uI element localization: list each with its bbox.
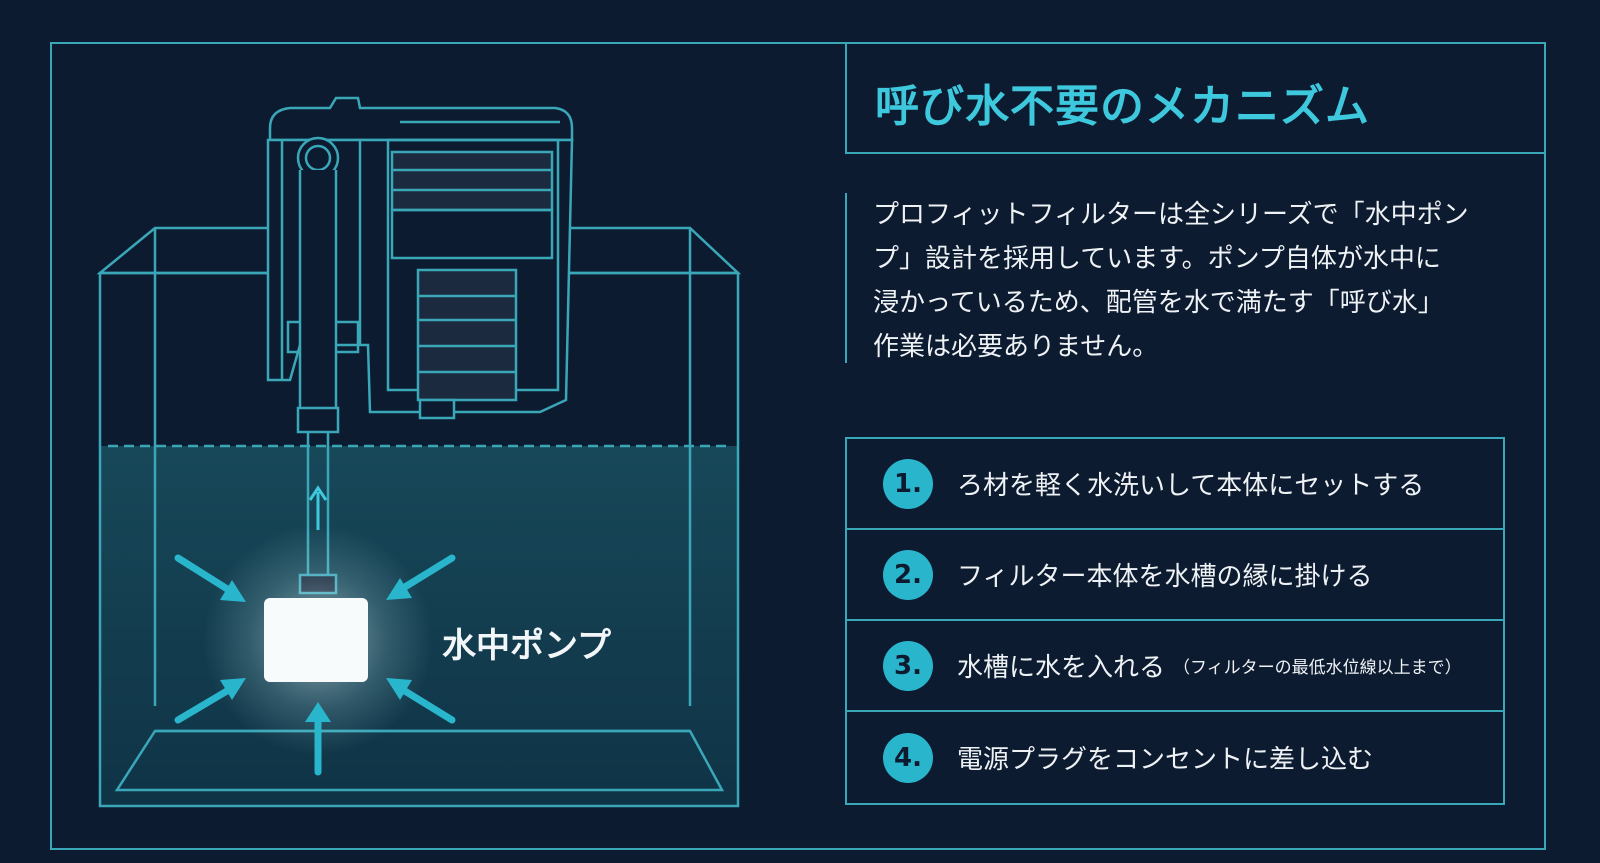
page-title: 呼び水不要のメカニズム [875,81,1370,132]
step-text: ろ材を軽く水洗いして本体にセットする [957,471,1425,501]
title-box: 呼び水不要のメカニズム [845,42,1546,154]
step-number-badge: 1. [883,458,933,509]
step-text: フィルター本体を水槽の縁に掛ける [957,562,1373,592]
step-item: 4. 電源プラグをコンセントに差し込む [847,712,1503,803]
step-text: 電源プラグをコンセントに差し込む [957,745,1374,775]
water-intake-arrows [174,554,456,776]
step-item: 1. ろ材を軽く水洗いして本体にセットする [847,439,1503,530]
step-note: （フィルターの最低水位線以上まで） [1173,658,1462,678]
step-number-badge: 2. [883,549,933,600]
step-number-badge: 3. [883,640,933,691]
step-item: 2. フィルター本体を水槽の縁に掛ける [847,530,1503,621]
steps-list: 1. ろ材を軽く水洗いして本体にセットする 2. フィルター本体を水槽の縁に掛け… [845,437,1505,805]
hang-on-filter [266,96,574,595]
step-text: 水槽に水を入れる [957,653,1166,683]
description-text: プロフィットフィルターは全シリーズで「水中ポン プ」設計を採用しています。ポンプ… [873,200,1469,362]
submersible-pump [264,598,368,682]
outer-frame [50,42,1546,850]
step-item: 3. 水槽に水を入れる （フィルターの最低水位線以上まで） [847,621,1503,712]
pump-label: 水中ポンプ [442,626,611,666]
description-block: プロフィットフィルターは全シリーズで「水中ポン プ」設計を採用しています。ポンプ… [845,193,1535,363]
flow-arrow-icon [308,485,328,530]
step-number-badge: 4. [883,732,933,783]
